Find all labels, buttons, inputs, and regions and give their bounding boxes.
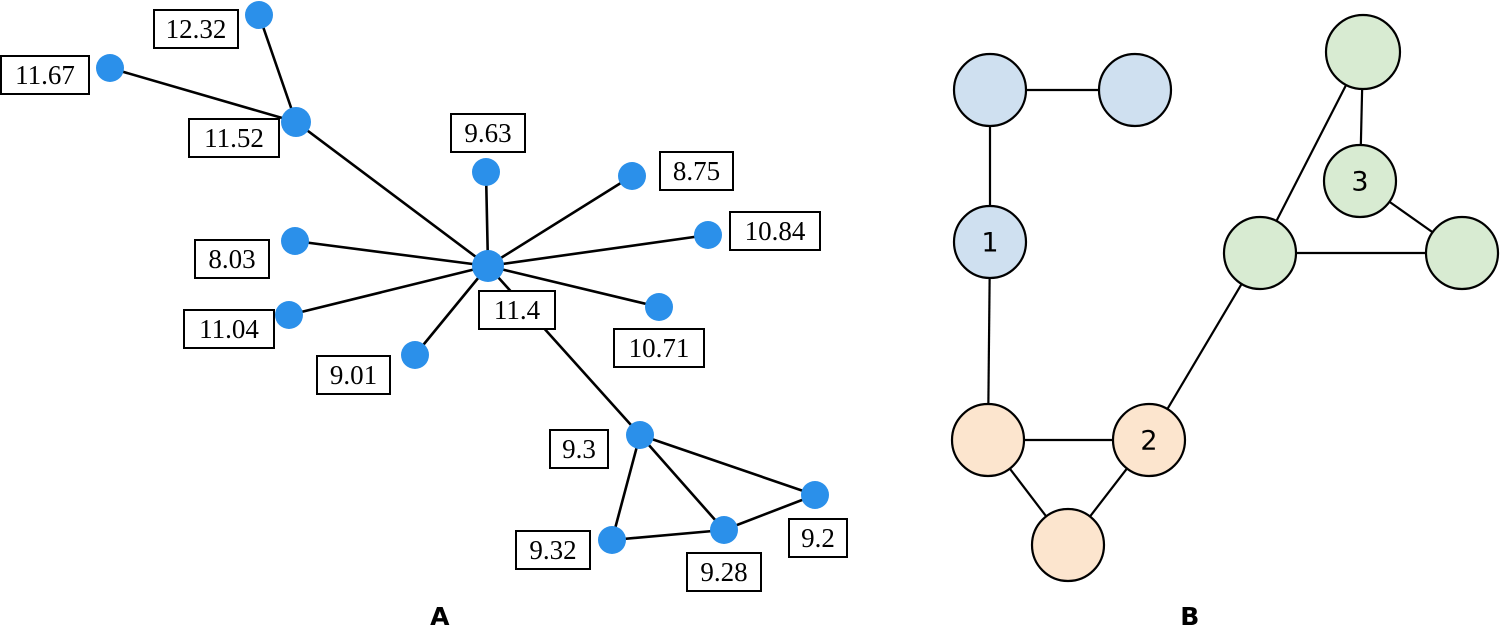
graph-node[interactable] bbox=[598, 526, 626, 554]
graph-node[interactable] bbox=[618, 162, 646, 190]
graph-node[interactable] bbox=[1097, 52, 1173, 128]
graph-node[interactable] bbox=[694, 221, 722, 249]
node-value-label: 12.32 bbox=[153, 9, 239, 49]
node-value-label: 11.52 bbox=[188, 118, 280, 158]
node-value-label: 11.67 bbox=[0, 55, 90, 95]
graph-node[interactable] bbox=[281, 227, 309, 255]
graph-node[interactable] bbox=[401, 341, 429, 369]
graph-node[interactable] bbox=[950, 402, 1026, 478]
graph-node[interactable] bbox=[245, 1, 273, 29]
graph-edge bbox=[638, 433, 726, 532]
graph-node[interactable] bbox=[1111, 402, 1187, 478]
graph-edge bbox=[293, 239, 490, 268]
graph-node[interactable] bbox=[281, 107, 311, 137]
node-value-label: 9.63 bbox=[450, 113, 526, 153]
panel-a: A 12.32 11.67 11.52 9.63 8.75 10.84 8.03 11.4 11… bbox=[0, 1, 848, 631]
graph-edge bbox=[413, 264, 490, 357]
graph-edge bbox=[108, 66, 298, 124]
graph-edge bbox=[610, 528, 726, 542]
graph-node[interactable] bbox=[952, 52, 1028, 128]
panel-b-caption: B bbox=[1180, 602, 1200, 631]
graph-node[interactable] bbox=[1322, 143, 1398, 219]
graph-edge bbox=[257, 13, 298, 124]
panel-a-graph bbox=[96, 1, 829, 554]
graph-edge bbox=[486, 264, 661, 309]
panel-b: 1 2 3 B bbox=[880, 0, 1500, 637]
graph-node[interactable] bbox=[472, 250, 504, 282]
graph-node[interactable] bbox=[1030, 507, 1106, 583]
graph-node[interactable] bbox=[952, 204, 1028, 280]
graph-node[interactable] bbox=[275, 301, 303, 329]
node-number-label: 1 bbox=[981, 228, 998, 259]
graph-node[interactable] bbox=[1222, 215, 1298, 291]
graph-node[interactable] bbox=[472, 158, 500, 186]
node-value-label: 11.4 bbox=[478, 290, 556, 330]
node-value-label: 9.01 bbox=[316, 355, 391, 395]
panel-a-caption: A bbox=[430, 602, 450, 631]
node-value-label: 10.84 bbox=[729, 211, 821, 251]
graph-node[interactable] bbox=[1324, 13, 1402, 91]
panel-b-graph: 1 2 3 bbox=[950, 13, 1500, 583]
node-value-label: 8.75 bbox=[659, 151, 734, 191]
node-value-label: 9.32 bbox=[515, 530, 591, 570]
graph-edge bbox=[486, 233, 710, 268]
graph-node[interactable] bbox=[626, 421, 654, 449]
graph-edge bbox=[486, 174, 634, 268]
node-number-label: 3 bbox=[1351, 167, 1368, 198]
node-number-label: 2 bbox=[1140, 426, 1157, 457]
graph-edge bbox=[638, 433, 817, 497]
node-value-label: 9.3 bbox=[549, 429, 609, 469]
node-value-label: 9.2 bbox=[788, 518, 848, 558]
graph-node[interactable] bbox=[801, 481, 829, 509]
graph-edge bbox=[722, 493, 817, 532]
graph-node[interactable] bbox=[1424, 215, 1500, 291]
node-value-label: 10.71 bbox=[613, 328, 705, 368]
graph-edge bbox=[294, 120, 490, 268]
graph-edge bbox=[610, 433, 642, 542]
graph-node[interactable] bbox=[710, 516, 738, 544]
graph-node[interactable] bbox=[645, 293, 673, 321]
graph-edge bbox=[287, 264, 490, 317]
graph-node[interactable] bbox=[96, 54, 124, 82]
node-value-label: 9.28 bbox=[686, 552, 762, 592]
node-value-label: 11.04 bbox=[183, 309, 275, 349]
node-value-label: 8.03 bbox=[194, 239, 270, 279]
